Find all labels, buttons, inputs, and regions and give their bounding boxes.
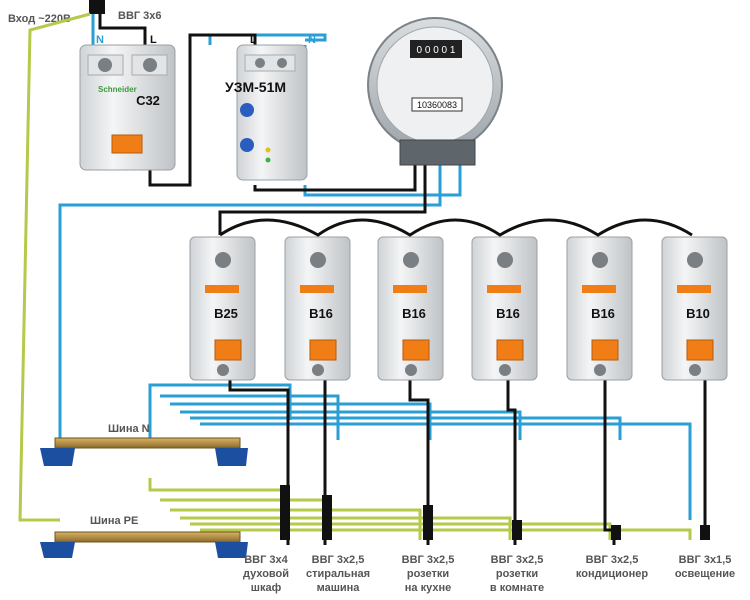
breaker-toggle (402, 339, 430, 361)
meter-reading-top: 0 0 0 0 1 (417, 45, 456, 56)
circuit-name: кондиционер (576, 568, 648, 580)
voltage-relay-n: N (308, 34, 316, 46)
circuit-name: в комнате (490, 582, 544, 594)
breaker-toggle (496, 339, 524, 361)
main-breaker: Schneider C32 N L (79, 34, 176, 171)
breaker-rating: B10 (686, 306, 710, 321)
main-breaker-rating: C32 (136, 93, 160, 108)
cable-ends (280, 485, 710, 540)
circuit-cable: ВВГ 3х2,5 (586, 554, 639, 566)
circuit-name: освещение (675, 568, 735, 580)
earth-busbar: Шина PE (40, 515, 248, 558)
circuit-name: розетки (496, 568, 538, 580)
circuit-captions: ВВГ 3х4 духовой шкаф ВВГ 3х2,5 стиральна… (243, 554, 735, 594)
circuit-name: шкаф (251, 582, 282, 594)
circuit-cable: ВВГ 3х2,5 (402, 554, 455, 566)
breaker-b16: B16 (377, 236, 444, 381)
relay-led-icon (265, 147, 271, 153)
input-cable-end (89, 0, 105, 14)
breaker-b16: B16 (566, 236, 633, 381)
breaker-rating: B25 (214, 306, 238, 321)
meter-terminal-block (399, 139, 476, 166)
breaker-rating: B16 (591, 306, 615, 321)
breaker-toggle (591, 339, 619, 361)
circuit-name: на кухне (405, 582, 451, 594)
breaker-rating: B16 (496, 306, 520, 321)
voltage-relay-name: УЗМ-51М (225, 79, 286, 95)
input-label: Вход ~220В (8, 13, 71, 25)
circuit-name: стиральная (306, 568, 370, 580)
relay-dial-icon (240, 103, 254, 117)
relay-dial-icon (240, 138, 254, 152)
circuit-cable: ВВГ 3х1,5 (679, 554, 732, 566)
neutral-busbar-label: Шина N (108, 423, 150, 435)
main-breaker-brand: Schneider (98, 85, 137, 94)
breaker-b16: B16 (471, 236, 538, 381)
meter-counter (410, 40, 462, 58)
breaker-rating: B16 (402, 306, 426, 321)
voltage-relay-l: L (250, 34, 257, 46)
phase-wires (98, 14, 707, 545)
relay-led-icon (265, 157, 271, 163)
breaker-b25: B25 (189, 236, 256, 381)
circuit-name: машина (317, 582, 361, 594)
circuit-cable: ВВГ 3х2,5 (491, 554, 544, 566)
circuit-name: духовой (243, 568, 289, 580)
breaker-rating: B16 (309, 306, 333, 321)
circuit-cable: ВВГ 3х4 (244, 554, 288, 566)
main-breaker-n: N (96, 34, 104, 46)
energy-meter: 0 0 0 0 1 10360083 (367, 17, 503, 166)
breaker-row: B25 B16 B16 B16 (189, 236, 728, 381)
breaker-toggle (686, 339, 714, 361)
breaker-toggle (214, 339, 242, 361)
meter-reading-bottom: 10360083 (417, 100, 457, 110)
input-cable-label: ВВГ 3х6 (118, 10, 162, 22)
voltage-relay: УЗМ-51М L N (225, 34, 316, 181)
breaker-b16: B16 (284, 236, 351, 381)
earth-busbar-label: Шина PE (90, 515, 138, 527)
main-breaker-toggle (111, 134, 143, 154)
neutral-busbar: Шина N (40, 423, 248, 466)
breaker-toggle (309, 339, 337, 361)
circuit-cable: ВВГ 3х2,5 (312, 554, 365, 566)
circuit-name: розетки (407, 568, 449, 580)
breaker-b10: B10 (661, 236, 728, 381)
main-breaker-l: L (150, 34, 157, 46)
